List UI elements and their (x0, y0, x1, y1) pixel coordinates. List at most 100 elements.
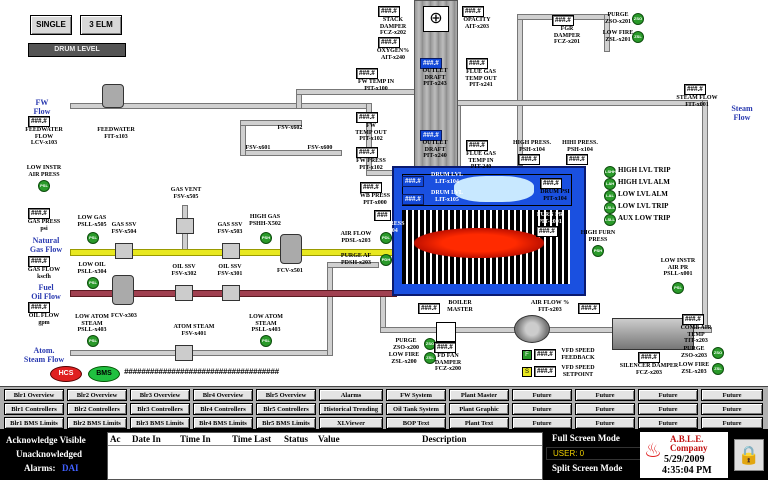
drum-lvl2-value: ###.# (402, 194, 424, 205)
oxygen-value: ###.# (378, 37, 400, 48)
nav-oil-tank-system[interactable]: Oil Tank System (386, 403, 446, 415)
nav-blr4-overview[interactable]: Blr4 Overview (193, 389, 253, 401)
nav-future[interactable]: Future (575, 389, 635, 401)
nav-blr3-controllers[interactable]: Blr3 Controllers (130, 403, 190, 415)
gas-vent-valve-icon[interactable] (176, 218, 194, 234)
oil-ssv2-valve-icon[interactable] (222, 285, 240, 301)
outlet-draft-value: ###.# (420, 58, 442, 69)
single-button[interactable]: SINGLE (30, 15, 72, 35)
nav-historical-trending[interactable]: Historical Trending (319, 403, 383, 415)
hihi-press-value: ###.# (566, 154, 588, 165)
flue-temp-out-value: ###.# (466, 58, 488, 69)
fd-damper-icon[interactable] (436, 322, 456, 342)
nav-blr4-bms-limits[interactable]: Blr4 BMS Limits (193, 417, 253, 429)
nav-alarms[interactable]: Alarms (319, 389, 383, 401)
nav-blr3-overview[interactable]: Blr3 Overview (130, 389, 190, 401)
nav-fw-system[interactable]: FW System (386, 389, 446, 401)
gas-ssv1-valve-icon[interactable] (115, 243, 133, 259)
low-fire-low-tag: LOW FIRE ZSL-x200 (388, 352, 420, 365)
gas-ssv2-tag: GAS SSV FSV-x503 (217, 222, 243, 235)
alarm-label: HIGH LVL TRIP (618, 166, 671, 174)
gas-press-value: ###.# (28, 208, 50, 219)
furn-pr-tag: FURN PR PIT-x001 (536, 212, 564, 225)
oil-ssv2-tag: OIL SSV FSV-x301 (217, 264, 243, 277)
high-press-tag: HIGH PRESS. PSH-x104 (512, 140, 551, 153)
gas-flow-tag: GAS FLOW kscfh (27, 267, 61, 280)
acknowledge-visible-button[interactable]: Acknowledge Visible (6, 435, 86, 445)
nav-future[interactable]: Future (512, 389, 572, 401)
oil-ssv1-valve-icon[interactable] (175, 285, 193, 301)
alarm-led: LSLL (604, 214, 616, 226)
nav-bop-text[interactable]: BOP Text (386, 417, 446, 429)
nav-blr3-bms-limits[interactable]: Blr3 BMS Limits (130, 417, 190, 429)
purge-af-led: PDH (380, 254, 392, 266)
nav-blr2-bms-limits[interactable]: Blr2 BMS Limits (67, 417, 127, 429)
fw-control-valve-icon[interactable] (102, 84, 124, 108)
nav-blr5-bms-limits[interactable]: Blr5 BMS Limits (256, 417, 316, 429)
nav-blr1-bms-limits[interactable]: Blr1 BMS Limits (4, 417, 64, 429)
bms-button[interactable]: BMS (88, 366, 120, 382)
nav-future[interactable]: Future (638, 417, 698, 429)
fw-temp-in-tag: FW TEMP IN PIT-x100 (357, 79, 395, 92)
full-screen-mode-button[interactable]: Full Screen Mode (552, 433, 620, 443)
nav-blr2-controllers[interactable]: Blr2 Controllers (67, 403, 127, 415)
flue-temp-in-value: ###.# (466, 140, 488, 151)
high-furn-led: PSH (592, 245, 604, 257)
split-screen-mode-button[interactable]: Split Screen Mode (552, 463, 623, 473)
gas-vent-tag: GAS VENT FSV-x505 (170, 187, 202, 200)
fcv-303-tag: FCV-x303 (111, 313, 137, 319)
nav-future[interactable]: Future (638, 389, 698, 401)
fw-press-tag: FW PRESS PIT-x102 (356, 158, 386, 171)
nav-future[interactable]: Future (575, 403, 635, 415)
nav-plant-graphic[interactable]: Plant Graphic (449, 403, 509, 415)
nav-blr5-overview[interactable]: Blr5 Overview (256, 389, 316, 401)
company-box: ♨ A.B.L.E. Company 5/29/2009 4:35:04 PM (640, 432, 728, 478)
vfd-sp-value: ###.# (534, 366, 556, 377)
nav-blr1-controllers[interactable]: Blr1 Controllers (4, 403, 64, 415)
nav-blr5-controllers[interactable]: Blr5 Controllers (256, 403, 316, 415)
atom-steam-valve-icon[interactable] (175, 345, 193, 361)
nav-future[interactable]: Future (701, 403, 763, 415)
nav-plant-text[interactable]: Plant Text (449, 417, 509, 429)
nav-future[interactable]: Future (701, 389, 763, 401)
drum-level-button[interactable]: DRUM LEVEL (28, 43, 126, 57)
nav-future[interactable]: Future (638, 403, 698, 415)
fcv-303-valve-icon[interactable] (112, 275, 134, 305)
nav-future[interactable]: Future (701, 417, 763, 429)
vfd-sp-icon: S (522, 367, 532, 377)
fw-valve-tag: FEEDWATER FLOW LCV-x103 (25, 127, 63, 146)
fsv-600-tag: FSV-x600 (307, 145, 333, 151)
vfd-fb-icon: F (522, 350, 532, 360)
high-gas-tag: HIGH GAS PSHH-X502 (249, 214, 281, 227)
nav-blr1-overview[interactable]: Blr1 Overview (4, 389, 64, 401)
hash-row: #################################### (124, 368, 279, 377)
atom-steam-tag: ATOM STEAM FSV-x401 (173, 324, 215, 337)
nav-future[interactable]: Future (512, 403, 572, 415)
nav-xlviewer[interactable]: XLViewer (319, 417, 383, 429)
nav-future[interactable]: Future (575, 417, 635, 429)
low-instr-air2-led: PSL (672, 282, 684, 294)
three-elm-button[interactable]: 3 ELM (80, 15, 122, 35)
nav-blr4-controllers[interactable]: Blr4 Controllers (193, 403, 253, 415)
opacity-tag: OPACITY AIT-x203 (463, 17, 491, 30)
low-fire-r-tag: LOW FIRE ZSL-x203 (678, 362, 710, 375)
low-fire-low-led: ZSL (424, 352, 436, 364)
air-flow-pct-value: ###.# (578, 303, 600, 314)
nav-future[interactable]: Future (512, 417, 572, 429)
comb-air-tag: COMB AIR TEMP TIT-x203 (680, 325, 712, 344)
fw-valve-value: ###.# (28, 116, 50, 127)
gas-ssv2-valve-icon[interactable] (222, 243, 240, 259)
nav-blr2-overview[interactable]: Blr2 Overview (67, 389, 127, 401)
hcs-button[interactable]: HCS (50, 366, 82, 382)
steam-flow-tag: STEAM FLOW FIT-x001 (676, 95, 718, 108)
gas-press-tag: GAS PRESS psi (27, 219, 61, 232)
steam-flow-value: ###.# (684, 84, 706, 95)
alarm-label: LOW LVL TRIP (618, 202, 669, 210)
fcv-501-valve-icon[interactable] (280, 234, 302, 264)
oil-ssv1-tag: OIL SSV FSV-x302 (171, 264, 197, 277)
nav-plant-master[interactable]: Plant Master (449, 389, 509, 401)
flue-temp-in-tag: FLUE GAS TEMP IN PIT-240 (466, 151, 496, 170)
col-time-last: Time Last (232, 434, 272, 444)
nav-grid: Blr1 Overview Blr2 Overview Blr3 Overvie… (0, 386, 768, 429)
lock-icon[interactable]: 🔒 (734, 439, 764, 471)
